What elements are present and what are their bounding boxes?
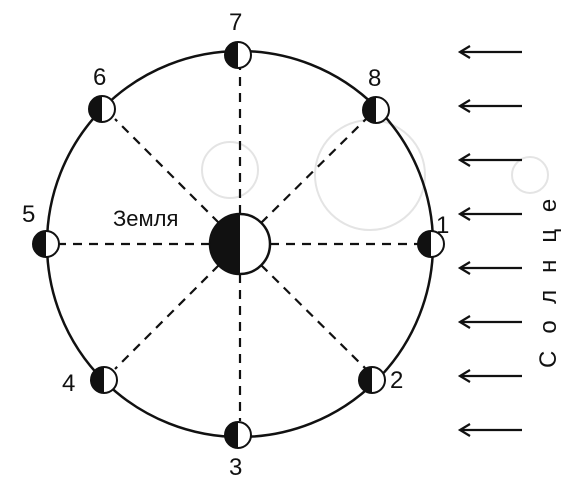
sun-rays: [460, 46, 522, 436]
sun-ray-arrow-icon: [460, 154, 522, 166]
moon-8: [363, 97, 389, 123]
position-label-4: 4: [62, 370, 75, 397]
position-label-2: 2: [390, 367, 403, 394]
earth: [210, 214, 270, 274]
earth-label: Земля: [113, 206, 178, 231]
moon-3: [225, 422, 251, 448]
moon-5: [33, 231, 59, 257]
position-label-6: 6: [93, 64, 106, 91]
moon-6: [89, 96, 115, 122]
sun-ray-arrow-icon: [460, 100, 522, 112]
position-label-7: 7: [229, 9, 242, 36]
sun-ray-arrow-icon: [460, 316, 522, 328]
position-label-8: 8: [368, 65, 381, 92]
moon-4: [91, 367, 117, 393]
position-label-3: 3: [229, 454, 242, 481]
moon-2: [359, 367, 385, 393]
position-label-5: 5: [22, 201, 35, 228]
sun-ray-arrow-icon: [460, 424, 522, 436]
sun-ray-arrow-icon: [460, 208, 522, 220]
sun-ray-arrow-icon: [460, 370, 522, 382]
sun-ray-arrow-icon: [460, 262, 522, 274]
sun-label: Солнце: [535, 182, 562, 368]
position-label-1: 1: [436, 212, 449, 239]
sun-ray-arrow-icon: [460, 46, 522, 58]
moon-7: [225, 42, 251, 68]
